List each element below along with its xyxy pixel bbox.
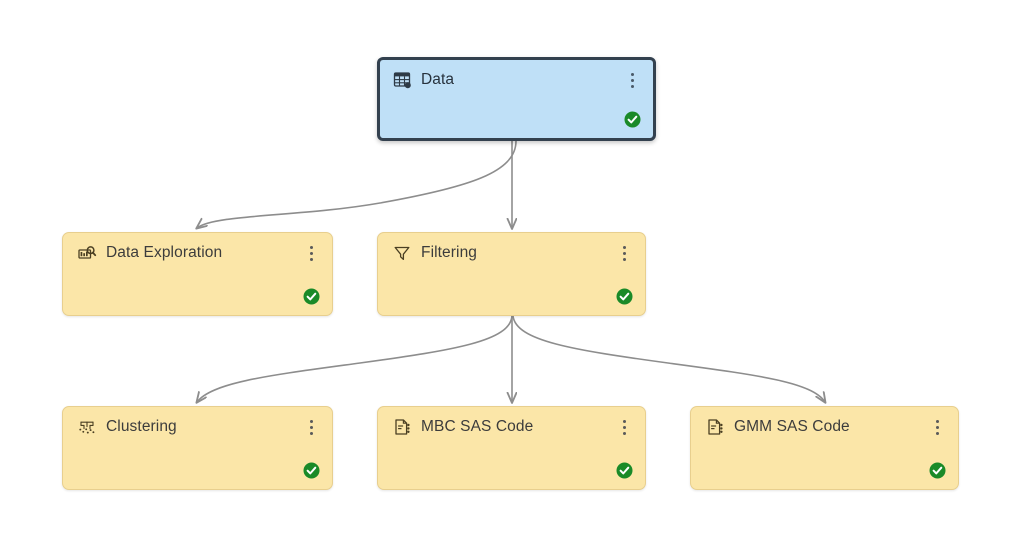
node-title: Data (421, 71, 455, 88)
edge-filtering-to-gmm-sas-code (512, 315, 825, 402)
node-header: Data (380, 60, 653, 100)
node-header: Filtering (378, 233, 645, 273)
node-gmm-sas-code[interactable]: GMM SAS Code (690, 406, 959, 490)
node-header: GMM SAS Code (691, 407, 958, 447)
node-header: Data Exploration (63, 233, 332, 273)
node-mbc-sas-code[interactable]: MBC SAS Code (377, 406, 646, 490)
node-title: Filtering (421, 244, 478, 261)
funnel-filter-icon (392, 243, 412, 263)
node-title: Clustering (106, 418, 177, 435)
node-data[interactable]: Data (377, 57, 656, 141)
data-exploration-icon (77, 243, 97, 263)
node-menu-button[interactable] (615, 416, 633, 438)
status-badge-complete (616, 288, 633, 305)
node-data-exploration[interactable]: Data Exploration (62, 232, 333, 316)
status-badge-complete (616, 462, 633, 479)
status-badge-complete (303, 462, 320, 479)
node-header: Clustering (63, 407, 332, 447)
node-filtering[interactable]: Filtering (377, 232, 646, 316)
node-clustering[interactable]: Clustering (62, 406, 333, 490)
sas-code-file-icon (705, 417, 725, 437)
node-title: MBC SAS Code (421, 418, 534, 435)
status-badge-complete (929, 462, 946, 479)
node-menu-button[interactable] (623, 69, 641, 91)
node-title: GMM SAS Code (734, 418, 850, 435)
dendrogram-cluster-icon (77, 417, 97, 437)
table-data-icon (392, 70, 412, 90)
status-badge-complete (303, 288, 320, 305)
node-menu-button[interactable] (928, 416, 946, 438)
sas-code-file-icon (392, 417, 412, 437)
edge-filtering-to-clustering (197, 315, 513, 402)
edge-data-to-data-exploration (197, 140, 517, 228)
node-header: MBC SAS Code (378, 407, 645, 447)
node-menu-button[interactable] (302, 242, 320, 264)
node-menu-button[interactable] (302, 416, 320, 438)
node-menu-button[interactable] (615, 242, 633, 264)
status-badge-complete (624, 111, 641, 128)
node-title: Data Exploration (106, 244, 223, 261)
